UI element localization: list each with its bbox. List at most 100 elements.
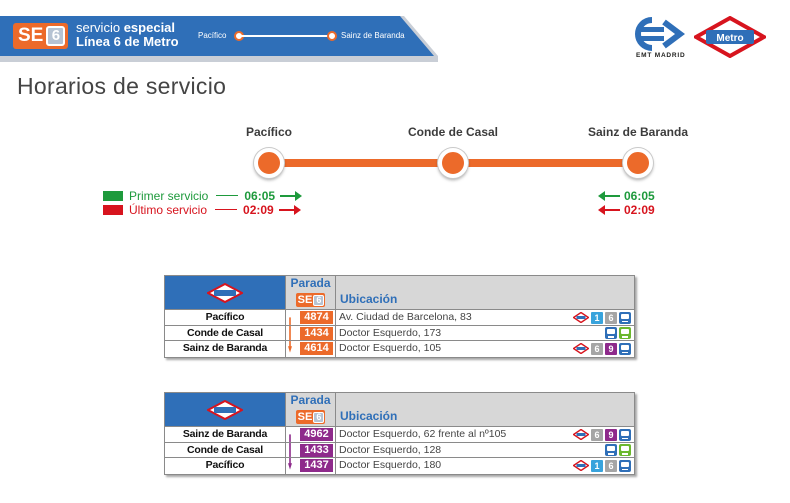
stop-address: Av. Ciudad de Barcelona, 83 bbox=[339, 311, 472, 323]
green-bus-icon bbox=[619, 327, 631, 339]
metro-logo-text: Metro bbox=[716, 33, 743, 44]
banner-shape bbox=[0, 16, 438, 62]
arrow-right-icon bbox=[280, 190, 303, 201]
stop-address-cell: Doctor Esquerdo, 173 bbox=[336, 326, 634, 341]
bus-icon bbox=[619, 342, 631, 355]
stop-number: 4614 bbox=[300, 342, 333, 355]
bus-icon bbox=[619, 459, 631, 472]
stop-number: 1433 bbox=[300, 443, 333, 457]
direction-arrow-icon bbox=[288, 317, 292, 353]
table-header-metro bbox=[165, 276, 286, 309]
green-bus-icon bbox=[619, 444, 631, 456]
table-header-parada: Parada SE 6 bbox=[286, 276, 336, 309]
mini-route: Pacífico Sainz de Baranda bbox=[198, 30, 418, 44]
table-header-metro bbox=[165, 393, 286, 426]
arrow-left-icon bbox=[598, 204, 620, 215]
first-service-label: Primer servicio bbox=[129, 188, 209, 203]
mini-route-to: Sainz de Baranda bbox=[341, 31, 405, 40]
mini-badge-text: SE bbox=[297, 411, 313, 423]
station-label-start: Pacífico bbox=[245, 125, 293, 139]
metro-line-6-badge: 6 bbox=[591, 428, 603, 441]
first-service-time-end: 06:05 bbox=[624, 188, 655, 203]
arrow-left-icon bbox=[598, 190, 620, 201]
route-stop-dot bbox=[254, 148, 284, 178]
stop-name: Conde de Casal bbox=[165, 442, 286, 457]
stop-address-cell: Av. Ciudad de Barcelona, 83 1 6 bbox=[336, 310, 634, 325]
station-label-end: Sainz de Baranda bbox=[587, 125, 689, 139]
stop-address-cell: Doctor Esquerdo, 105 6 9 bbox=[336, 341, 634, 357]
badge-text: SE bbox=[18, 25, 44, 46]
parada-label: Parada bbox=[290, 393, 331, 407]
metro-line-1-badge: 1 bbox=[591, 459, 603, 472]
table-row: Pacífico 4874 Av. Ciudad de Barcelona, 8… bbox=[165, 310, 634, 326]
ubicacion-label: Ubicación bbox=[336, 276, 634, 309]
se6-mini-badge: SE 6 bbox=[295, 410, 326, 424]
stop-number-cell: 4874 bbox=[286, 310, 336, 325]
first-service-dash bbox=[216, 194, 239, 197]
se6-badge: SE 6 bbox=[13, 23, 69, 49]
table-header: Parada SE 6 Ubicación bbox=[165, 276, 634, 310]
stop-number: 4874 bbox=[300, 311, 333, 324]
stop-number: 1437 bbox=[300, 459, 333, 472]
emt-logo-text: EMT MADRID bbox=[636, 52, 686, 59]
first-service-row: Primer servicio 06:05 bbox=[103, 188, 303, 203]
stop-number-cell: 4614 bbox=[286, 341, 336, 357]
stop-address: Doctor Esquerdo, 173 bbox=[339, 326, 442, 339]
parada-label: Parada bbox=[290, 276, 331, 290]
table-row: Conde de Casal 1433 Doctor Esquerdo, 128 bbox=[165, 442, 634, 458]
metro-icon bbox=[573, 429, 589, 440]
table-row: Conde de Casal 1434 Doctor Esquerdo, 173 bbox=[165, 325, 634, 341]
stop-name: Sainz de Baranda bbox=[165, 341, 286, 357]
metro-logo: Metro bbox=[691, 15, 769, 59]
stop-number-cell: 1434 bbox=[286, 325, 336, 340]
metro-line-9-badge: 9 bbox=[605, 428, 617, 441]
metro-rhombus-icon bbox=[207, 399, 243, 420]
connections: 1 6 bbox=[573, 311, 631, 324]
metro-icon bbox=[573, 343, 589, 354]
table-row: Pacífico 1437 Doctor Esquerdo, 180 1 6 bbox=[165, 458, 634, 474]
metro-line-9-badge: 9 bbox=[605, 342, 617, 355]
stop-address-cell: Doctor Esquerdo, 180 1 6 bbox=[336, 458, 634, 474]
stop-address: Doctor Esquerdo, 180 bbox=[339, 459, 442, 471]
stop-name: Pacífico bbox=[165, 458, 286, 474]
connections bbox=[605, 444, 631, 457]
last-service-label: Último servicio bbox=[129, 202, 208, 217]
connections: 1 6 bbox=[573, 459, 631, 472]
route-stop-dot bbox=[438, 148, 468, 178]
mini-route-from: Pacífico bbox=[198, 31, 227, 40]
stops-table-outbound: Parada SE 6 Ubicación Pacífico 4874 Av. … bbox=[164, 275, 635, 358]
stop-number-cell: 1433 bbox=[286, 442, 336, 457]
route-stop-dot bbox=[623, 148, 653, 178]
stop-number-cell: 1437 bbox=[286, 458, 336, 474]
header-banner: SE 6 servicio especial Línea 6 de Metro … bbox=[0, 16, 438, 62]
table-row: Sainz de Baranda 4614 Doctor Esquerdo, 1… bbox=[165, 341, 634, 357]
bus-icon bbox=[619, 428, 631, 441]
emt-logo bbox=[632, 16, 690, 62]
connections bbox=[605, 327, 631, 340]
stop-address-cell: Doctor Esquerdo, 62 frente al nº105 6 9 bbox=[336, 427, 634, 442]
stop-number-cell: 4962 bbox=[286, 427, 336, 442]
first-service-end: 06:05 bbox=[598, 188, 655, 203]
bus-icon bbox=[619, 311, 631, 324]
mini-route-end-dot bbox=[327, 31, 337, 41]
stop-name: Sainz de Baranda bbox=[165, 427, 286, 442]
metro-line-6-badge: 6 bbox=[605, 459, 617, 472]
stop-address-cell: Doctor Esquerdo, 128 bbox=[336, 443, 634, 458]
last-service-dash bbox=[215, 208, 238, 211]
mini-badge-text: SE bbox=[297, 294, 313, 306]
bus-icon bbox=[605, 444, 617, 456]
mini-badge-number: 6 bbox=[313, 411, 325, 423]
badge-number: 6 bbox=[46, 26, 66, 46]
metro-line-6-badge: 6 bbox=[591, 342, 603, 355]
service-prefix: servicio bbox=[76, 20, 121, 35]
stop-name: Pacífico bbox=[165, 310, 286, 325]
metro-line-6-badge: 6 bbox=[605, 311, 617, 324]
stop-address: Doctor Esquerdo, 62 frente al nº105 bbox=[339, 428, 507, 440]
last-service-time-start: 02:09 bbox=[243, 202, 274, 217]
mini-route-bar bbox=[238, 35, 330, 37]
connections: 6 9 bbox=[573, 428, 631, 441]
metro-line-1-badge: 1 bbox=[591, 311, 603, 324]
metro-icon bbox=[573, 312, 589, 323]
table-row: Sainz de Baranda 4962 Doctor Esquerdo, 6… bbox=[165, 427, 634, 443]
last-service-end: 02:09 bbox=[598, 203, 655, 217]
